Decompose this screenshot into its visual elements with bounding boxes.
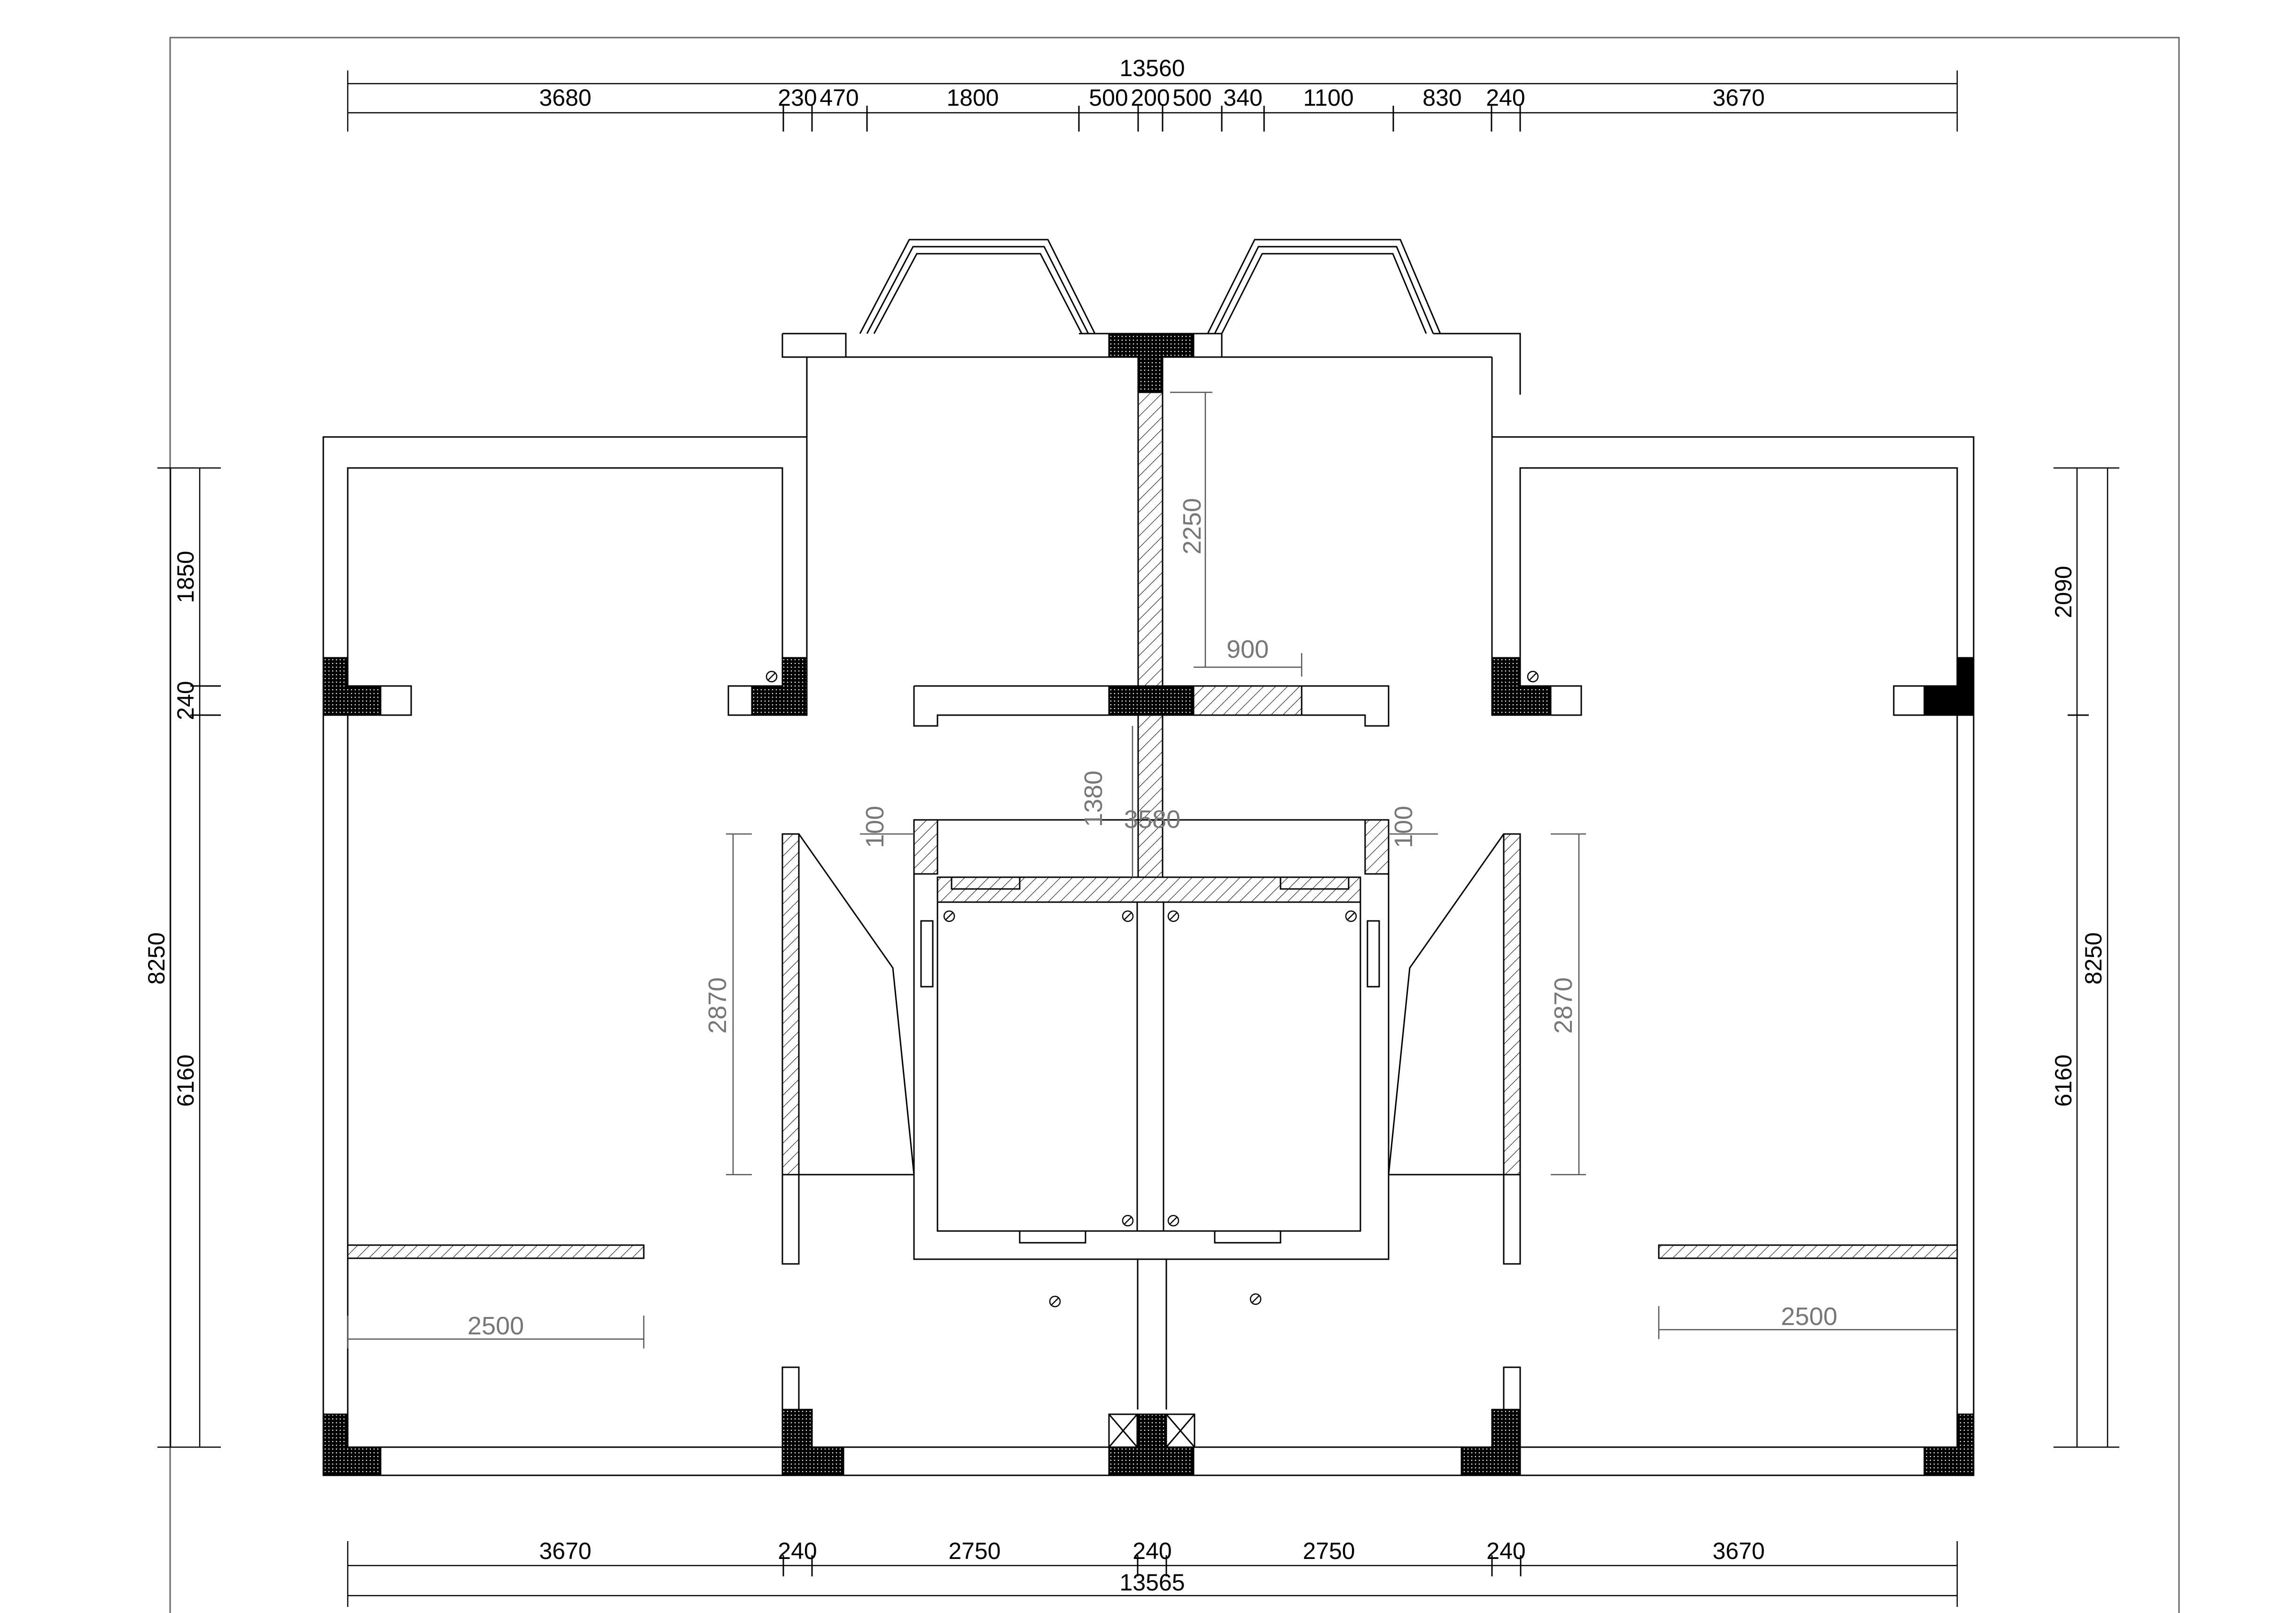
interior-dimensions: 2250 900 1380 3580 100 100 2870 2870 250…: [347, 391, 1957, 1348]
top-dim-ticks: [782, 106, 1521, 132]
left-dimension-chain: 8250 1850 240 6160: [143, 467, 221, 1448]
dim-core-width: 3580: [1124, 805, 1180, 834]
outlet-symbol: [765, 670, 778, 683]
outlet-symbol: [1527, 670, 1539, 683]
bottom-dim-seg-4: 2750: [1303, 1538, 1355, 1564]
outlet-symbol: [1049, 1295, 1061, 1308]
bottom-dim-seg-3: 240: [1132, 1538, 1171, 1564]
right-dim-seg-0: 2090: [2050, 566, 2077, 618]
top-dim-seg-6: 500: [1172, 85, 1211, 111]
top-dimension-chain: 13560 3680 230 470 1800 500 200 500 340 …: [347, 55, 1958, 132]
dim-partition-width: 900: [1226, 635, 1269, 663]
dim-right-counter: 2500: [1781, 1302, 1837, 1331]
structural-columns: [322, 333, 1975, 1476]
right-dim-total: 8250: [2080, 932, 2107, 984]
left-dim-seg-2: 6160: [172, 1054, 199, 1107]
dim-right-offset: 100: [1390, 806, 1418, 848]
partition-upper: [1137, 391, 1164, 687]
counter-left: [347, 1244, 645, 1259]
outlet-symbol: [1345, 910, 1357, 922]
dim-corridor-gap: 1380: [1079, 771, 1108, 827]
bottom-dim-seg-1: 240: [778, 1538, 817, 1564]
dim-left-offset: 100: [861, 806, 889, 848]
bottom-dim-total: 13565: [1119, 1569, 1185, 1596]
top-dim-seg-2: 470: [820, 85, 859, 111]
outlet-symbol: [1250, 1293, 1262, 1305]
interior-partitions: [347, 391, 1958, 1265]
outlet-symbol: [1167, 1215, 1179, 1227]
top-dim-total: 13560: [1119, 55, 1185, 81]
bottom-dim-seg-0: 3670: [539, 1538, 591, 1564]
outlet-markers: [765, 670, 1539, 1308]
left-dim-seg-1: 240: [172, 681, 199, 720]
top-dim-seg-3: 1800: [946, 85, 999, 111]
outlet-symbol: [1122, 1215, 1134, 1227]
top-dim-seg-11: 3670: [1712, 85, 1765, 111]
dim-left-counter: 2500: [468, 1312, 524, 1340]
top-dim-seg-8: 1100: [1303, 85, 1354, 111]
counter-right: [1658, 1244, 1958, 1259]
top-dim-seg-1: 230: [778, 85, 817, 111]
left-dim-seg-0: 1850: [172, 551, 199, 603]
top-dim-seg-4: 500: [1089, 85, 1128, 111]
outlet-symbol: [1122, 910, 1134, 922]
partition-short: [1193, 685, 1303, 716]
outlet-symbol: [1167, 910, 1179, 922]
right-dim-seg-1: 6160: [2050, 1054, 2077, 1107]
outlet-symbol: [943, 910, 955, 922]
dim-left-room-depth: 2870: [703, 977, 732, 1034]
left-dim-total: 8250: [143, 932, 170, 984]
bottom-dim-seg-5: 240: [1486, 1538, 1525, 1564]
bottom-dimension-chain: 3670 240 2750 240 2750 240 3670 13565: [347, 1538, 1958, 1607]
top-dim-seg-7: 340: [1223, 85, 1262, 111]
dim-right-room-depth: 2870: [1549, 977, 1578, 1034]
partition-lower: [1137, 714, 1164, 878]
bottom-dim-seg-6: 3670: [1712, 1538, 1765, 1564]
right-dimension-chain: 2090 6160 8250: [2050, 467, 2119, 1448]
top-dim-seg-5: 200: [1131, 85, 1170, 111]
top-dim-seg-10: 240: [1486, 85, 1525, 111]
top-dim-seg-9: 830: [1422, 85, 1461, 111]
bottom-dim-seg-2: 2750: [948, 1538, 1000, 1564]
dim-partition-height: 2250: [1178, 498, 1206, 554]
top-dim-seg-0: 3680: [539, 85, 591, 111]
